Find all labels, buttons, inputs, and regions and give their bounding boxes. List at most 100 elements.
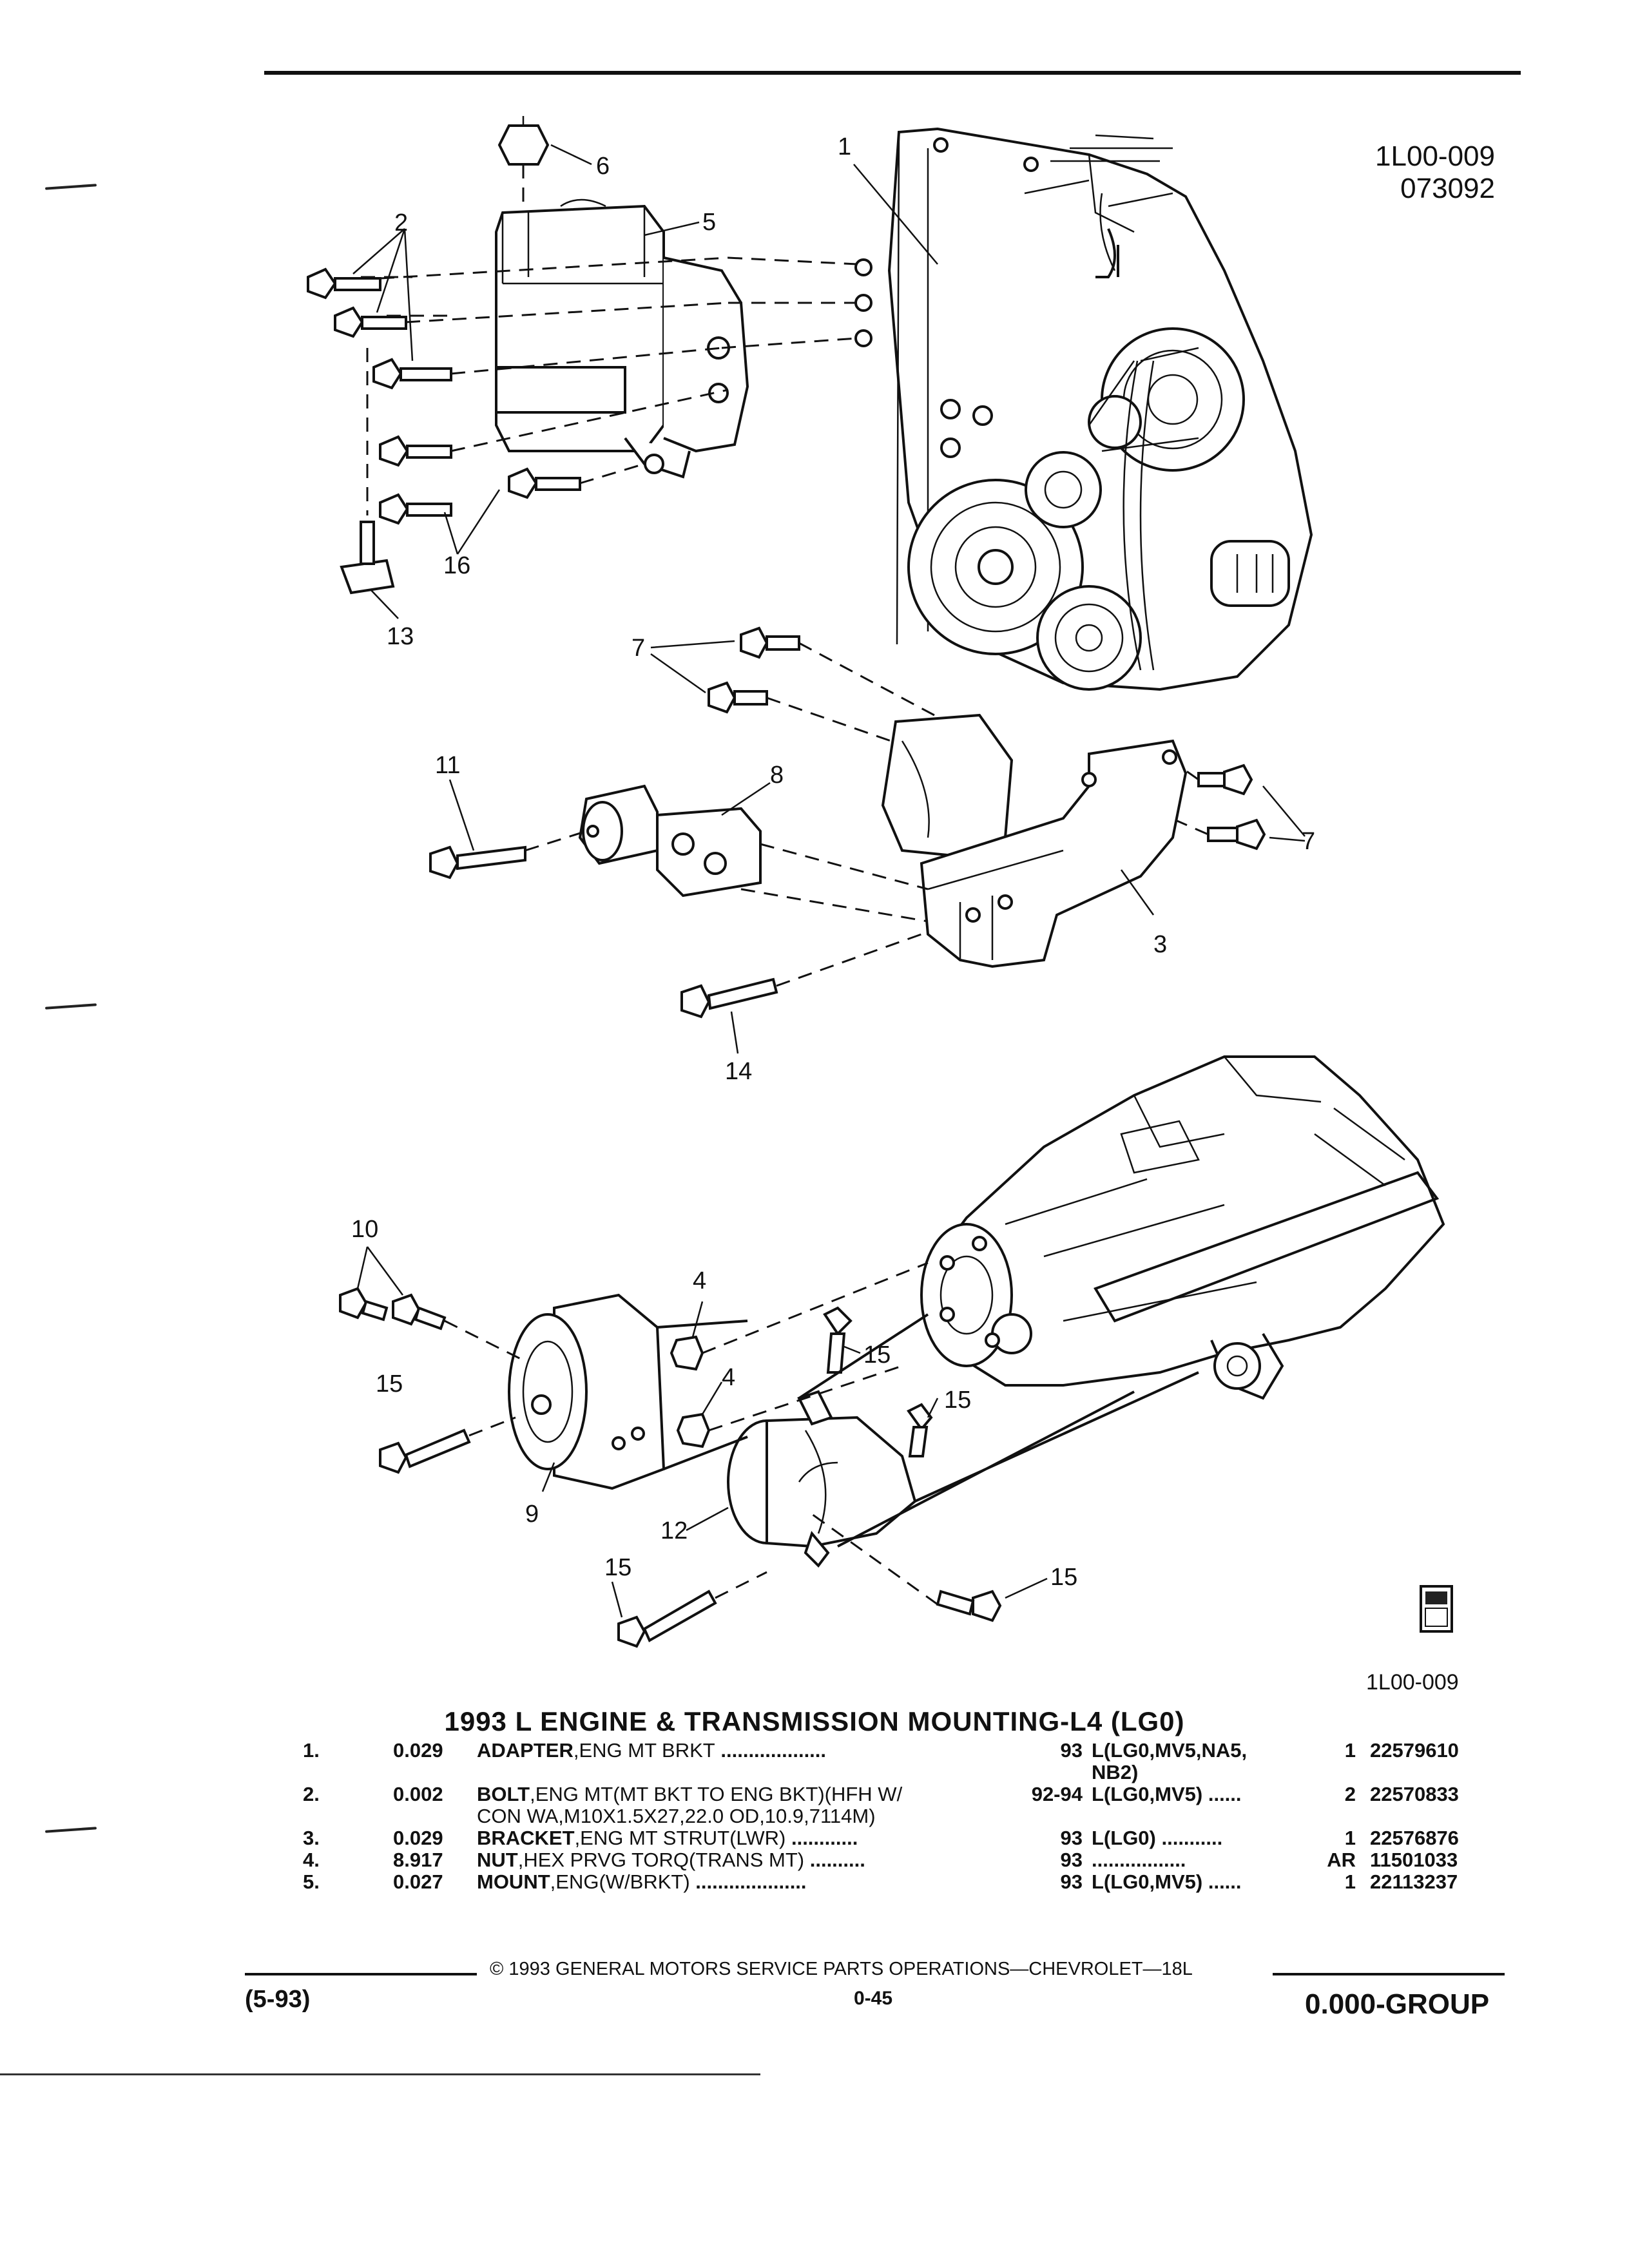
item-name: NUT xyxy=(477,1849,518,1871)
transmission-assembly xyxy=(920,1055,1445,1400)
part-11-bolt xyxy=(429,845,526,879)
section-title: 1993 L ENGINE & TRANSMISSION MOUNTING-L4… xyxy=(444,1706,1185,1736)
leader-dots: .................... xyxy=(695,1870,807,1893)
callout-4a: 4 xyxy=(693,1267,706,1294)
leader-dots: ................... xyxy=(720,1739,827,1762)
callout-15a: 15 xyxy=(376,1370,403,1398)
footer-copyright: © 1993 GENERAL MOTORS SERVICE PARTS OPER… xyxy=(490,1959,1193,1979)
item-qty: 1 xyxy=(1344,1827,1356,1849)
doc-code: 1L00-009 xyxy=(1375,140,1495,172)
item-detail: ,ENG(W/BRKT) xyxy=(550,1870,690,1893)
item-part-number: 22576876 xyxy=(1370,1827,1459,1849)
callout-1: 1 xyxy=(838,133,851,160)
part-3-bracket xyxy=(881,713,1188,968)
item-number: 3. xyxy=(303,1827,320,1849)
doc-code-header: 1L00-009 073092 xyxy=(1321,140,1495,205)
footer-rule-right xyxy=(1273,1973,1505,1975)
table-row: 3. 0.029 BRACKET,ENG MT STRUT(LWR) .....… xyxy=(303,1827,1486,1849)
part-5-mount xyxy=(495,198,749,479)
leader-lines xyxy=(352,144,1306,1618)
callout-15c: 15 xyxy=(944,1387,971,1414)
item-number: 4. xyxy=(303,1849,320,1871)
callout-8: 8 xyxy=(770,762,784,789)
engine-assembly xyxy=(854,127,1313,691)
table-row: 1. 0.029 ADAPTER,ENG MT BRKT ...........… xyxy=(303,1740,1486,1783)
part-4-nuts xyxy=(670,1335,711,1448)
callout-11: 11 xyxy=(435,752,460,779)
item-model: ................. xyxy=(1092,1849,1186,1871)
callout-15b: 15 xyxy=(863,1341,891,1369)
figure-code: 1L00-009 xyxy=(1366,1670,1459,1695)
callout-2: 2 xyxy=(394,209,408,236)
item-detail: ,ENG MT STRUT(LWR) xyxy=(574,1827,786,1849)
part-12-mount xyxy=(727,1390,917,1568)
callout-4b: 4 xyxy=(722,1364,735,1391)
item-number: 1. xyxy=(303,1739,320,1762)
part-10-bolts xyxy=(339,1287,447,1331)
footer-rule-left xyxy=(245,1973,477,1975)
callout-9: 9 xyxy=(525,1501,539,1528)
callout-5: 5 xyxy=(702,209,716,236)
item-name: BOLT xyxy=(477,1783,530,1805)
callout-7a: 7 xyxy=(631,635,645,662)
margin-mark xyxy=(44,1827,97,1833)
gm-spo-logo-icon xyxy=(1420,1585,1453,1633)
item-year: 93 xyxy=(1060,1827,1083,1849)
item-qty: 1 xyxy=(1344,1870,1356,1893)
part-9-mount xyxy=(508,1293,666,1490)
table-row: 4. 8.917 NUT,HEX PRVG TORQ(TRANS MT) ...… xyxy=(303,1849,1486,1871)
callout-3: 3 xyxy=(1153,931,1167,958)
item-detail: ,HEX PRVG TORQ(TRANS MT) xyxy=(517,1849,805,1871)
item-description: BRACKET,ENG MT STRUT(LWR) ............ xyxy=(477,1827,1021,1849)
item-qty: 2 xyxy=(1344,1783,1356,1805)
leader-dots: .......... xyxy=(809,1849,865,1871)
table-row: 5. 0.027 MOUNT,ENG(W/BRKT) .............… xyxy=(303,1871,1486,1893)
callout-13: 13 xyxy=(387,623,414,650)
callout-7b: 7 xyxy=(1302,828,1315,855)
callout-6: 6 xyxy=(596,153,610,180)
callout-14: 14 xyxy=(725,1058,752,1085)
item-detail: ,ENG MT(MT BKT TO ENG BKT)(HFH W/ CON WA… xyxy=(477,1783,903,1827)
bottom-rule xyxy=(0,2073,760,2075)
leader-dots: ............ xyxy=(791,1827,858,1849)
footer-revision: (5-93) xyxy=(245,1986,311,2013)
item-description: BOLT,ENG MT(MT BKT TO ENG BKT)(HFH W/ CO… xyxy=(477,1783,1021,1827)
item-part-number: 22113237 xyxy=(1370,1870,1458,1893)
part-2-bolts xyxy=(307,267,452,390)
item-model: L(LG0,MV5) ...... xyxy=(1092,1783,1242,1805)
callout-16: 16 xyxy=(443,552,470,579)
item-code: 0.029 xyxy=(393,1827,443,1849)
callout-10: 10 xyxy=(351,1216,378,1243)
item-model: L(LG0) ........... xyxy=(1092,1827,1223,1849)
item-description: MOUNT,ENG(W/BRKT) .................... xyxy=(477,1871,1021,1893)
item-code: 8.917 xyxy=(393,1849,443,1871)
item-part-number: 11501033 xyxy=(1370,1849,1458,1871)
item-year: 93 xyxy=(1060,1849,1083,1871)
item-model: L(LG0,MV5) ...... xyxy=(1092,1870,1242,1893)
item-year: 93 xyxy=(1060,1870,1083,1893)
top-rule xyxy=(264,71,1521,75)
item-model: L(LG0,MV5,NA5, NB2) xyxy=(1092,1739,1248,1783)
footer-page-number: 0-45 xyxy=(854,1988,893,2009)
item-part-number: 22570833 xyxy=(1370,1783,1459,1805)
callout-15e: 15 xyxy=(1050,1564,1077,1591)
item-code: 0.002 xyxy=(393,1783,443,1805)
part-15-bolts xyxy=(379,1306,1002,1648)
item-code: 0.027 xyxy=(393,1870,443,1893)
parts-list: 1. 0.029 ADAPTER,ENG MT BRKT ...........… xyxy=(303,1740,1486,1893)
item-code: 0.029 xyxy=(393,1739,443,1762)
exploded-parts-diagram: 1 2 3 4 4 5 6 7 7 8 9 10 11 12 13 14 15 … xyxy=(307,116,1453,1648)
item-qty: AR xyxy=(1327,1849,1356,1871)
item-name: ADAPTER xyxy=(477,1739,574,1762)
item-number: 2. xyxy=(303,1783,320,1805)
item-qty: 1 xyxy=(1344,1739,1356,1762)
part-13-stud xyxy=(340,521,395,595)
part-14-bolt xyxy=(680,977,778,1019)
item-part-number: 22579610 xyxy=(1370,1739,1459,1762)
item-number: 5. xyxy=(303,1870,320,1893)
footer-group: 0.000-GROUP xyxy=(1305,1988,1490,2020)
item-detail: ,ENG MT BRKT xyxy=(573,1739,715,1762)
callout-15d: 15 xyxy=(604,1554,631,1581)
item-name: BRACKET xyxy=(477,1827,575,1849)
doc-date: 073092 xyxy=(1400,173,1495,204)
